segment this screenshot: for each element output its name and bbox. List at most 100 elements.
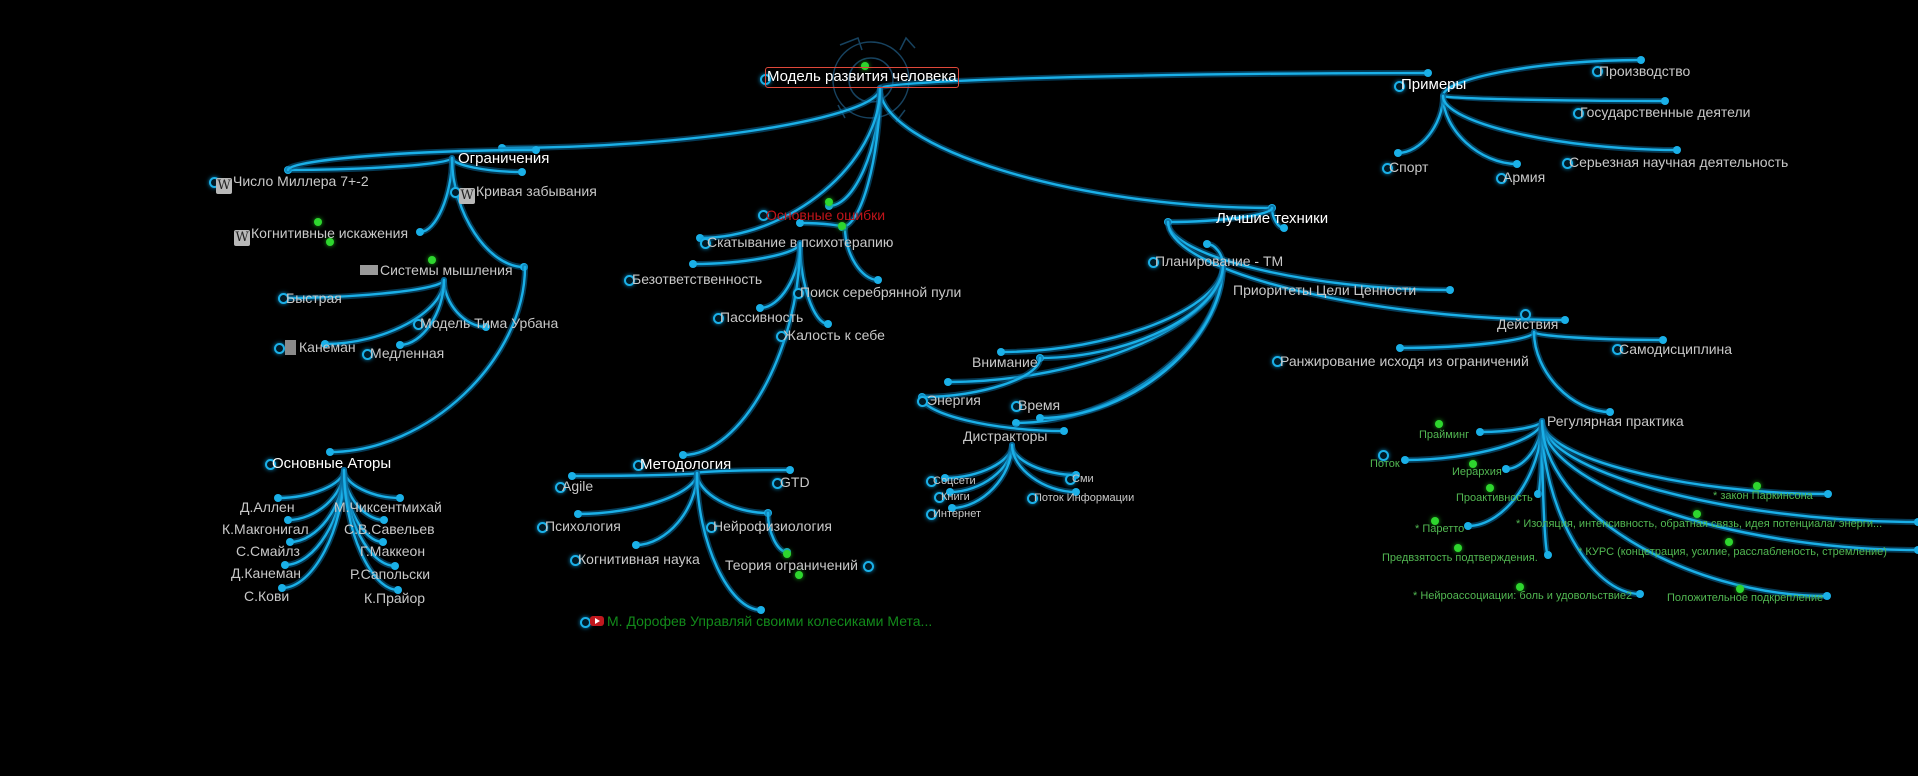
mistake-5[interactable]: Жалость к себе [783,327,885,343]
practice-flow[interactable]: Поток [1370,458,1400,470]
practice-kurs[interactable]: * КУРС (концетрация, усилие, расслаблено… [1578,546,1887,558]
collapse-handle[interactable] [1520,309,1531,320]
author-left-4[interactable]: Д.Канеман [231,565,301,581]
distractor-books[interactable]: Книги [941,491,970,503]
collapse-handle[interactable] [362,349,373,360]
practice-neuroassociations[interactable]: * Нейроассоциации: боль и удовольствие2 [1413,590,1633,602]
example-statesmen[interactable]: Государственные деятели [1580,104,1751,120]
collapse-handle[interactable] [1573,108,1584,119]
collapse-handle[interactable] [1272,356,1283,367]
author-right-3[interactable]: Г.Маккеон [360,543,426,559]
author-left-5[interactable]: С.Кови [244,588,290,604]
node-examples[interactable]: Примеры [1401,76,1467,93]
collapse-handle[interactable] [1592,66,1603,77]
author-right-2[interactable]: С.В.Савельев [344,521,435,537]
collapse-handle[interactable] [917,396,928,407]
action-self-discipline[interactable]: Самодисциплина [1619,341,1733,357]
collapse-handle[interactable] [1011,401,1022,412]
collapse-handle[interactable] [1382,163,1393,174]
practice-reinforcement[interactable]: Положительное подкрепление [1667,592,1824,604]
collapse-handle[interactable] [537,522,548,533]
node-planning[interactable]: Планирование - ТМ [1155,253,1284,269]
example-science[interactable]: Серьезная научная деятельность [1569,154,1789,170]
practice-parkinson[interactable]: * закон Паркинсона [1713,490,1813,502]
collapse-handle[interactable] [1065,474,1076,485]
example-production[interactable]: Производство [1599,63,1691,79]
collapse-handle[interactable] [793,288,804,299]
collapse-handle[interactable] [1394,81,1405,92]
collapse-handle[interactable] [863,561,874,572]
practice-proactivity[interactable]: Проактивность [1456,492,1533,504]
method-toc[interactable]: Теория ограничений [725,557,858,573]
collapse-handle[interactable] [772,478,783,489]
method-cognitive-science[interactable]: Когнитивная наука [578,551,700,567]
video-link[interactable]: М. Дорофев Управляй своими колесиками Ме… [590,613,932,629]
collapse-handle[interactable] [1496,173,1507,184]
node-tim-urban[interactable]: Модель Тима Урбана [420,315,559,331]
practice-isolation[interactable]: * Изоляция, интенсивность, обратная связ… [1516,518,1883,530]
collapse-handle[interactable] [265,459,276,470]
method-gtd[interactable]: GTD [780,474,810,490]
collapse-handle[interactable] [700,238,711,249]
mistake-4[interactable]: Пассивность [720,309,804,325]
collapse-handle[interactable] [776,331,787,342]
practice-confirmation-bias[interactable]: Предвзятость подтверждения. [1382,552,1538,564]
collapse-handle[interactable] [1562,158,1573,169]
node-limits[interactable]: Ограничения [458,150,550,167]
plan-distractors[interactable]: Дистракторы [963,428,1048,444]
node-thinking-systems[interactable]: Системы мышления [360,262,513,278]
collapse-handle[interactable] [758,210,769,221]
example-army[interactable]: Армия [1503,169,1546,185]
collapse-handle[interactable] [926,476,937,487]
collapse-handle[interactable] [1027,493,1038,504]
practice-pareto[interactable]: * Паретто [1415,523,1465,535]
mistake-1[interactable]: Скатывание в психотерапию [707,234,894,250]
plan-energy[interactable]: Энергия [927,392,981,408]
mistake-2[interactable]: Безответственность [632,271,763,287]
collapse-handle[interactable] [624,275,635,286]
distractor-media[interactable]: Сми [1072,473,1094,485]
distractor-internet[interactable]: Интернет [933,508,981,520]
practice-priming[interactable]: Прайминг [1419,429,1470,441]
author-left-1[interactable]: Д.Аллен [240,499,295,515]
node-actions[interactable]: Действия [1497,316,1559,332]
collapse-handle[interactable] [713,313,724,324]
collapse-handle[interactable] [1378,450,1389,461]
node-slow[interactable]: Медленная [370,345,445,361]
root-node[interactable]: Модель развития человека [765,67,959,88]
collapse-handle[interactable] [706,522,717,533]
node-kahneman-book[interactable]: Канеман [285,339,356,355]
collapse-handle[interactable] [555,482,566,493]
example-sport[interactable]: Спорт [1389,159,1429,175]
mistake-3[interactable]: Поиск серебрянной пули [800,284,962,300]
node-techniques[interactable]: Лучшие техники [1216,210,1329,227]
collapse-handle[interactable] [274,343,285,354]
plan-time[interactable]: Время [1018,397,1061,413]
collapse-handle[interactable] [633,460,644,471]
node-priorities[interactable]: Приоритеты Цели Ценности [1233,282,1417,298]
node-methodology[interactable]: Методология [640,456,732,473]
method-psychology[interactable]: Психология [545,518,621,534]
collapse-handle[interactable] [1612,344,1623,355]
collapse-handle[interactable] [570,555,581,566]
distractor-social[interactable]: Соцсети [933,475,976,487]
collapse-handle[interactable] [934,492,945,503]
author-right-5[interactable]: К.Прайор [364,590,426,606]
author-left-3[interactable]: С.Смайлз [236,543,300,559]
author-right-1[interactable]: М.Чиксентмихай [334,499,442,515]
collapse-handle[interactable] [278,293,289,304]
method-neurophysiology[interactable]: Нейрофизиология [713,518,832,534]
collapse-handle[interactable] [1148,257,1159,268]
plan-attention[interactable]: Внимание [972,354,1038,370]
collapse-handle[interactable] [413,319,424,330]
action-regular-practice[interactable]: Регулярная практика [1547,413,1684,429]
node-authors[interactable]: Основные Аторы [272,455,392,472]
node-mistakes[interactable]: Основные ошибки [766,207,886,223]
distractor-info-flow[interactable]: Поток Информации [1034,492,1135,504]
method-agile[interactable]: Agile [562,478,594,494]
practice-hierarchy[interactable]: Иерархия [1452,466,1502,478]
